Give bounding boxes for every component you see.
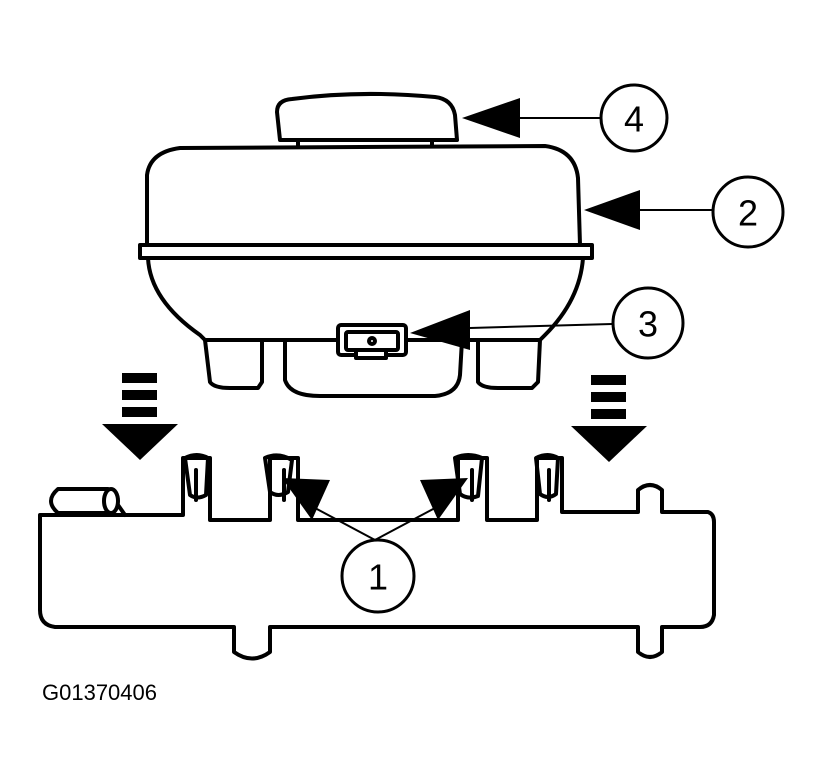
callout-leader-2	[584, 190, 712, 230]
reservoir-cap	[275, 91, 459, 152]
callout-2-number: 2	[738, 193, 758, 234]
callout-4: 4	[599, 83, 669, 153]
reservoir-grommets	[183, 453, 560, 500]
fluid-reservoir	[138, 144, 594, 398]
installation-direction-arrow-left	[102, 373, 178, 460]
callout-leader-3	[410, 310, 613, 350]
installation-direction-arrow-right	[571, 375, 647, 462]
callout-3-number: 3	[638, 304, 658, 345]
figure-reference-code: G01370406	[42, 680, 157, 705]
callout-leader-4	[462, 98, 600, 138]
callout-1-number: 1	[368, 557, 388, 598]
callout-leader-1	[282, 478, 468, 541]
callout-2: 2	[711, 175, 785, 249]
end-fitting	[49, 487, 127, 517]
callout-3: 3	[611, 286, 685, 360]
callout-4-number: 4	[624, 99, 644, 140]
fluid-level-sensor-connector	[336, 323, 408, 360]
callout-1: 1	[340, 538, 416, 614]
